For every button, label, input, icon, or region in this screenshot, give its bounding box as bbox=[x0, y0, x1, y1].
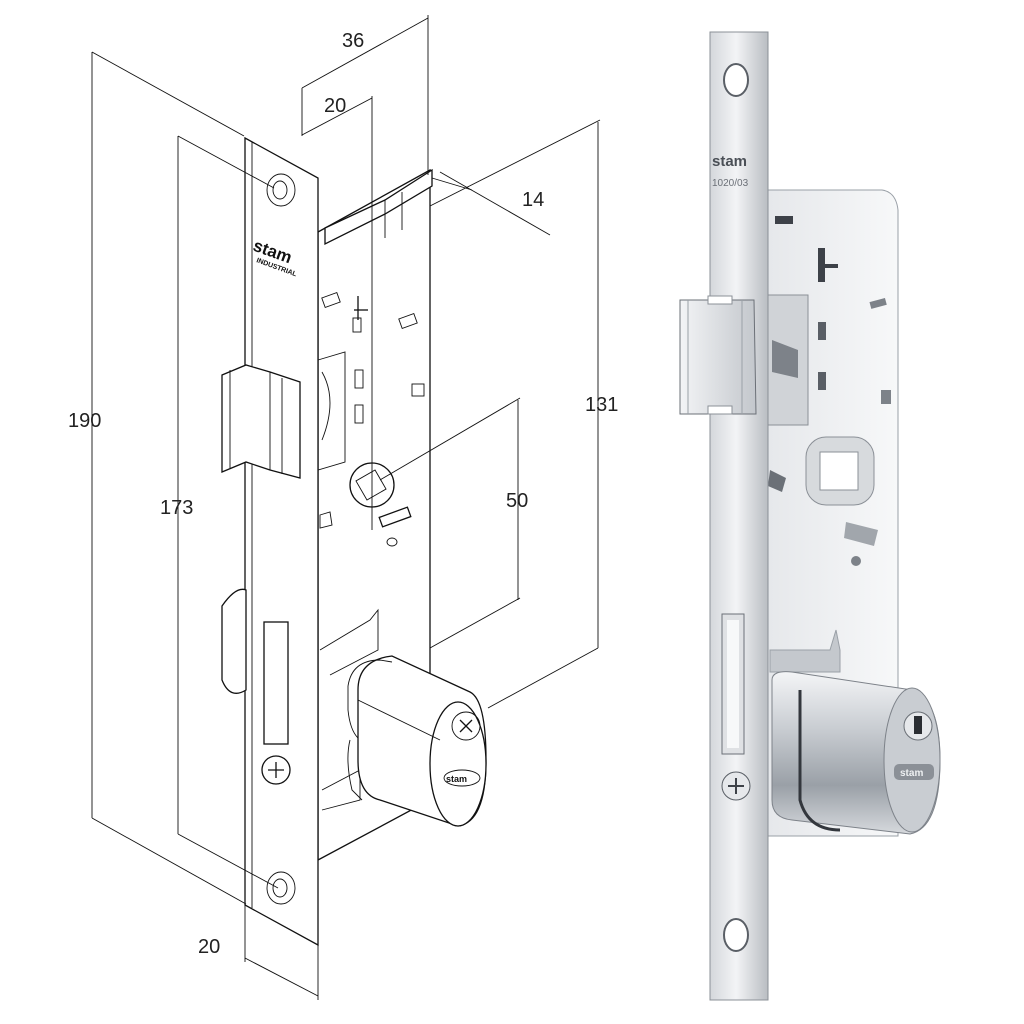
faceplate: stam 1020/03 bbox=[709, 31, 769, 1001]
technical-drawing: stam stam INDUSTRIAL bbox=[68, 15, 618, 1000]
dim-131-label: 131 bbox=[585, 394, 618, 416]
faceplate-model-text: 1020/03 bbox=[712, 178, 749, 189]
dimension-lines bbox=[91, 15, 601, 1000]
faceplate-photo-logo-text: stam bbox=[712, 153, 747, 170]
dim-190-label: 190 bbox=[68, 410, 101, 432]
dim-14-label: 14 bbox=[522, 189, 544, 211]
dim-36-label: 36 bbox=[342, 30, 364, 52]
cylinder-logo-text: stam bbox=[446, 774, 467, 784]
faceplate-outline: stam INDUSTRIAL bbox=[221, 136, 319, 947]
cylinder: stam bbox=[771, 671, 941, 835]
product-render: stam stam 1020/03 bbox=[679, 31, 941, 1001]
cylinder-outline: stam bbox=[347, 655, 487, 827]
dim-20-top-label: 20 bbox=[324, 95, 346, 117]
dim-20-bottom-label: 20 bbox=[198, 936, 220, 958]
dimension-labels: 36 20 14 190 173 131 50 20 bbox=[68, 30, 618, 958]
dim-50-label: 50 bbox=[506, 490, 528, 512]
cylinder-logo-photo-text: stam bbox=[900, 768, 923, 779]
latch bbox=[679, 295, 757, 415]
dim-173-label: 173 bbox=[160, 497, 193, 519]
